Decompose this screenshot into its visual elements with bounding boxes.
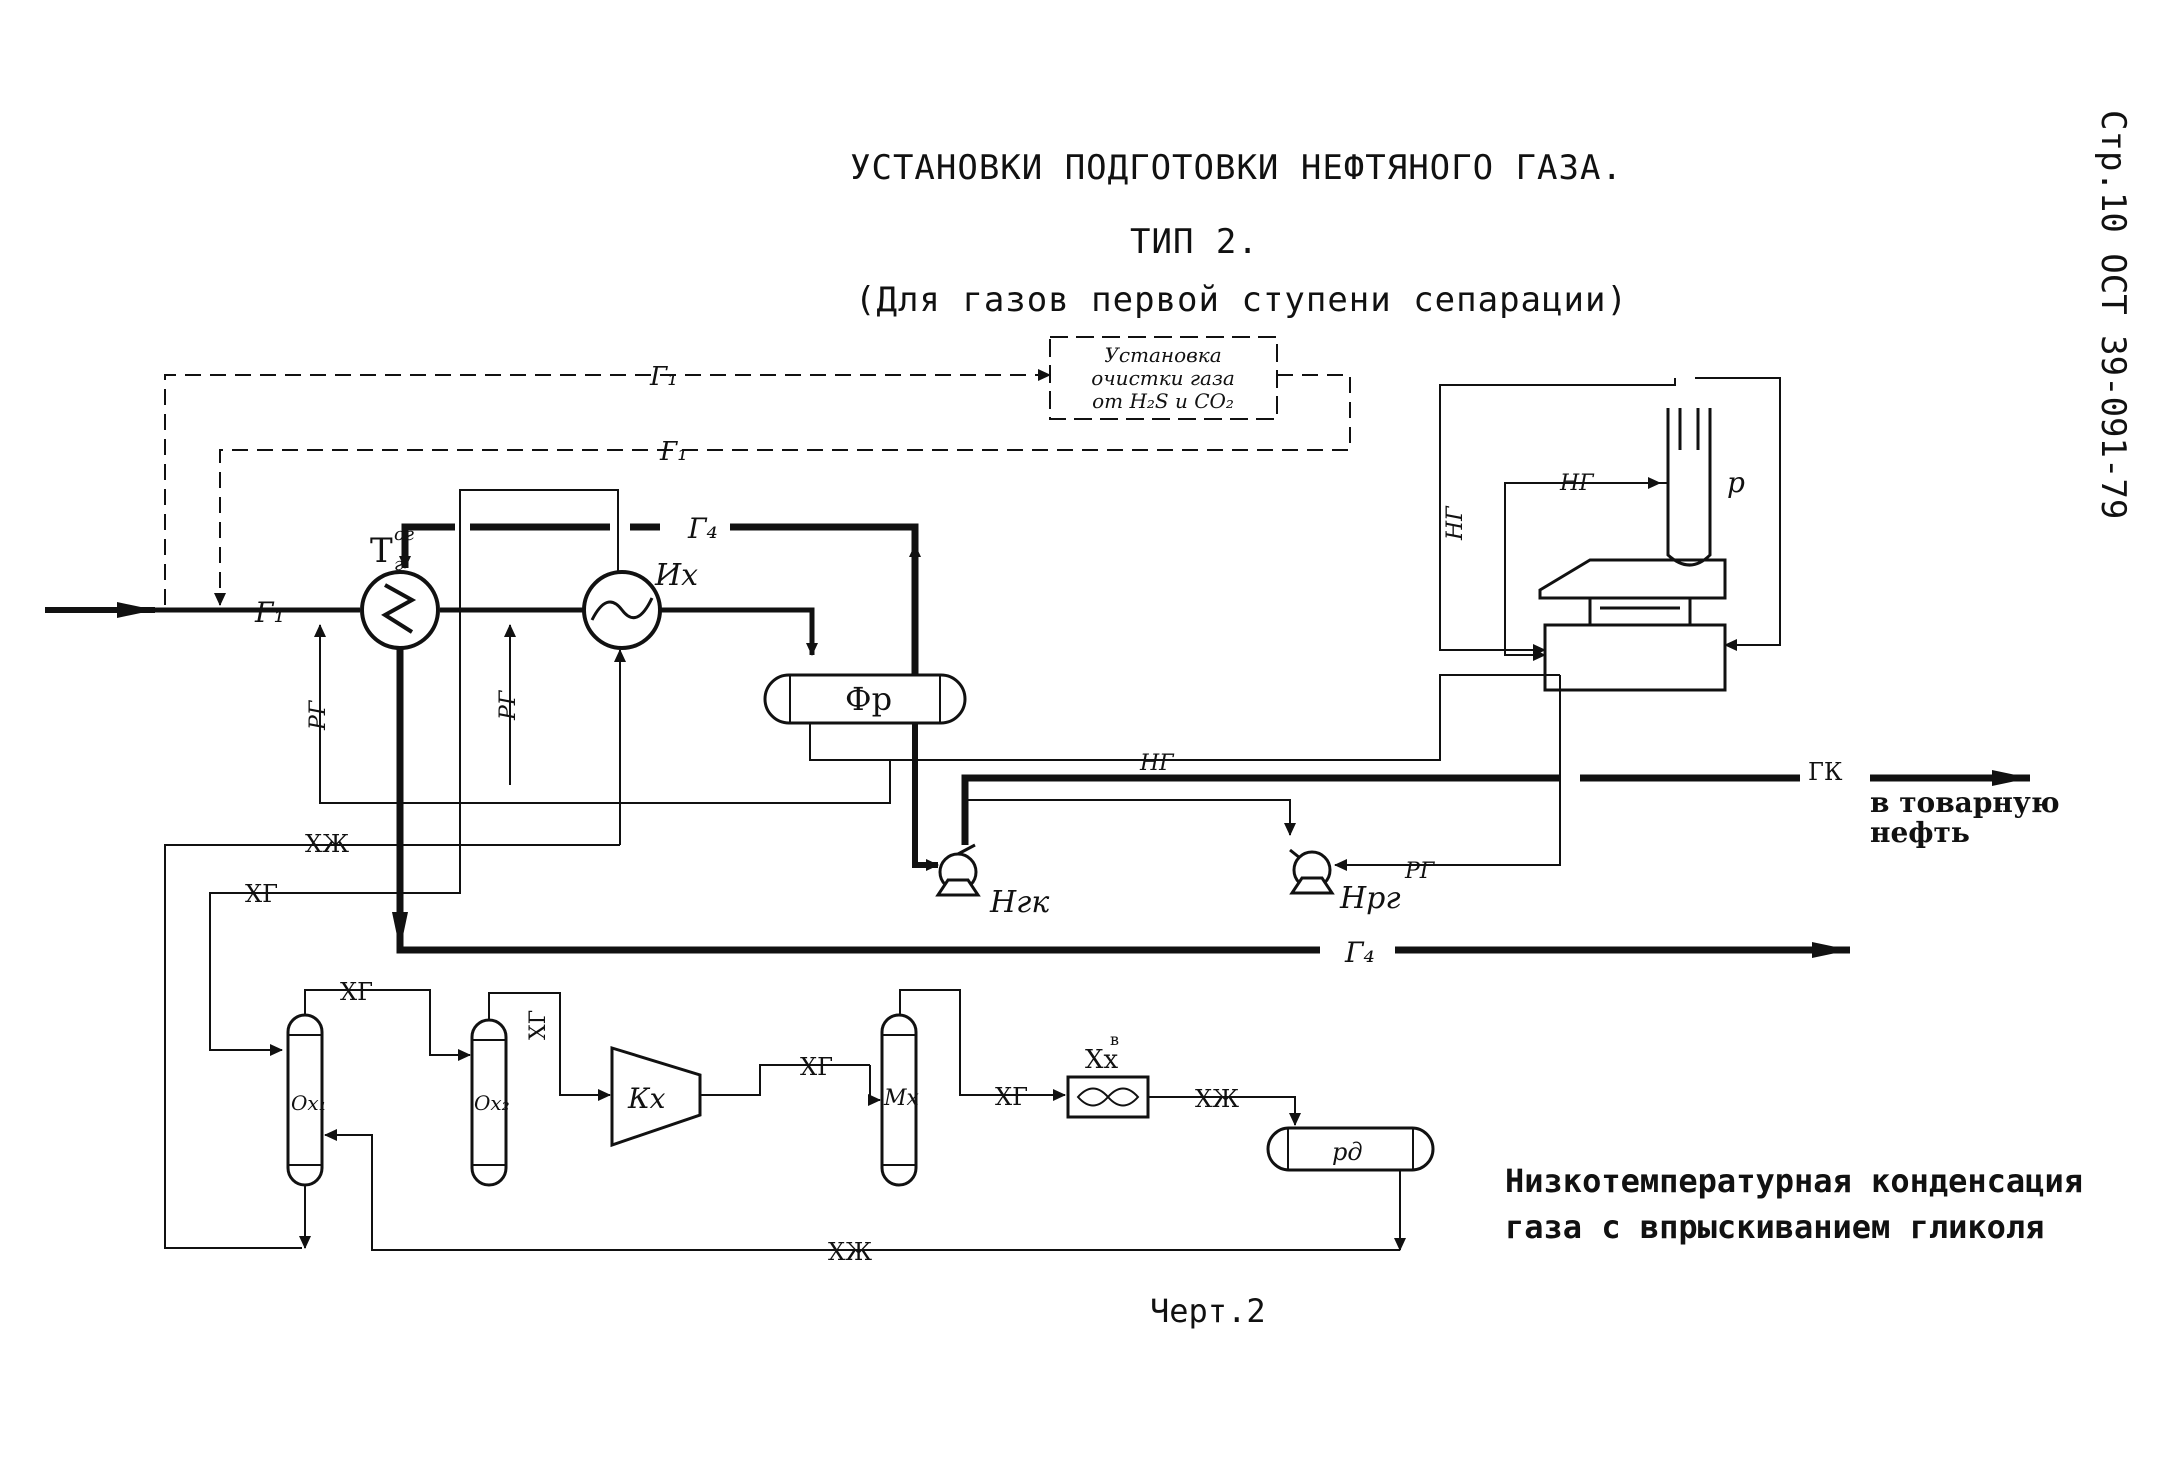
thin-loop	[459, 489, 619, 705]
cooler-1-label: Ох₁	[291, 1091, 327, 1115]
stream-label-g1-top: Г₁	[649, 362, 678, 392]
separator-label: Фр	[845, 680, 892, 718]
heat-exchanger	[360, 570, 440, 650]
compressor-label: Кх	[627, 1082, 666, 1115]
destination-label-1: в товарную	[1870, 786, 2060, 819]
stream-label-g1-mid: Г₁	[659, 437, 688, 467]
stream-label-g4-top: Г₄	[687, 512, 718, 545]
evaporator-label: Их	[654, 558, 698, 593]
caption-line-1: Низкотемпературная конденсация	[1505, 1162, 2083, 1200]
main-gas-line	[45, 602, 818, 656]
xg-line-2	[304, 989, 471, 1061]
stream-label-ng-1: НГ	[1139, 751, 1175, 776]
receiver-label: рд	[1332, 1138, 1363, 1166]
stream-label-ng-3: НГ	[1443, 505, 1468, 541]
destination-label-2: нефть	[1870, 816, 1970, 849]
air-cooler-sup: в	[1110, 1030, 1119, 1049]
air-cooler-label: Хх	[1085, 1045, 1119, 1075]
pump-rg	[1289, 848, 1335, 895]
xzh-line	[164, 844, 620, 1249]
type-label: ТИП 2.	[1130, 222, 1259, 262]
stream-label-xg-3: ХГ	[526, 1010, 551, 1040]
rg-lines	[314, 624, 891, 845]
stream-label-rg-1: РГ	[306, 699, 331, 731]
xzh-line-4	[324, 1129, 1400, 1251]
receiver	[1266, 1126, 1435, 1172]
heat-exchanger-label: Т	[370, 531, 393, 571]
gk-line	[961, 770, 2030, 845]
stream-label-xzh-3: ХЖ	[828, 1238, 872, 1266]
xg-line	[209, 705, 461, 1056]
column-r	[1538, 408, 1727, 692]
stream-label-xg-4: ХГ	[800, 1053, 833, 1081]
xg-line-4	[700, 1064, 870, 1096]
pump-rg-label: Нрг	[1339, 881, 1401, 916]
dashed-bypass-lines	[164, 369, 1351, 606]
stream-label-xzh-1: ХЖ	[305, 830, 349, 858]
mixer-label: Мх	[883, 1086, 920, 1111]
pump-gk	[935, 843, 981, 897]
stream-label-xg-5: ХГ	[995, 1083, 1028, 1111]
stream-label-rg-2: РГ	[496, 689, 521, 721]
scope-note: (Для газов первой ступени сепарации)	[855, 280, 1628, 320]
rg-pump-line	[965, 799, 1296, 836]
compressor	[610, 1045, 702, 1148]
gas-treatment-label-1: Установка	[1104, 343, 1221, 367]
stream-label-rg-right: РГ	[1404, 859, 1436, 884]
caption-line-2: газа с впрыскиванием гликоля	[1505, 1208, 2045, 1246]
recycle-gas-line	[399, 523, 921, 700]
gas-treatment-unit	[1049, 336, 1278, 420]
xzh-line-2	[1148, 1096, 1301, 1126]
column-r-label: р	[1727, 466, 1745, 499]
stream-label-gk: ГК	[1808, 758, 1843, 786]
stream-label-g1-inlet: Г₁	[254, 596, 285, 629]
page-title: УСТАНОВКИ ПОДГОТОВКИ НЕФТЯНОГО ГАЗА.	[850, 148, 1623, 188]
stream-label-g4-bottom: Г₄	[1344, 936, 1375, 969]
xg-line-5	[899, 989, 1066, 1101]
stream-label-xzh-2: ХЖ	[1195, 1085, 1239, 1113]
separator	[763, 673, 967, 725]
rg-return-line	[1334, 675, 1561, 871]
ng-line	[809, 674, 1560, 761]
stream-label-ng-2: НГ	[1559, 471, 1595, 496]
cooler-2-label: Ох₂	[474, 1091, 510, 1115]
separator-drain	[912, 723, 939, 871]
column-loops	[1439, 377, 1781, 661]
stream-label-xg-1: ХГ	[245, 880, 278, 908]
pump-gk-label: Нгк	[989, 885, 1049, 920]
figure-label: Черт.2	[1150, 1292, 1266, 1330]
xg-line-3	[488, 992, 611, 1101]
gas-treatment-label-2: очистки газа	[1091, 366, 1235, 390]
heat-exchanger-sub: г	[394, 554, 403, 575]
stream-label-xg-2: ХГ	[340, 978, 373, 1006]
gas-treatment-label-3: от H₂S и CO₂	[1092, 389, 1234, 413]
